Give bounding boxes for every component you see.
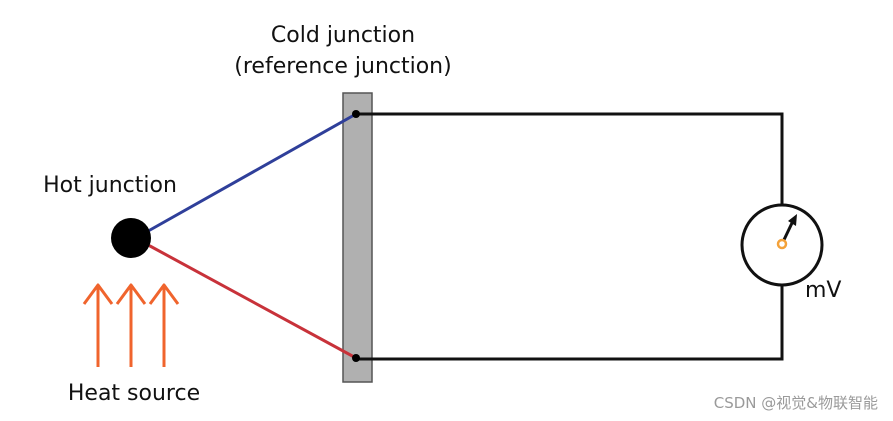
watermark: CSDN @视觉&物联智能 [714, 394, 878, 412]
cold-junction-block [342, 92, 373, 383]
upward-arrow-icon [148, 283, 180, 367]
cold-junction-label-line1: Cold junction [271, 23, 415, 48]
heat-source-label: Heat source [68, 381, 200, 406]
thermocouple-wire-a [148, 112, 358, 232]
circuit-wire-bottom [356, 280, 784, 361]
hot-junction-label: Hot junction [43, 173, 177, 198]
upward-arrow-icon [82, 283, 114, 367]
cold-junction-point-top [352, 110, 360, 118]
circuit-wire-top [356, 112, 784, 210]
cold-junction-point-bottom [352, 354, 360, 362]
hot-junction-dot [111, 218, 151, 258]
meter-needle-pivot [776, 238, 788, 250]
cold-junction-label-line2: (reference junction) [234, 54, 451, 79]
heat-arrows [82, 283, 180, 367]
meter-unit-label: mV [805, 278, 841, 303]
millivoltmeter-icon [740, 203, 824, 287]
upward-arrow-icon [115, 283, 147, 367]
thermocouple-wire-b [148, 244, 358, 360]
